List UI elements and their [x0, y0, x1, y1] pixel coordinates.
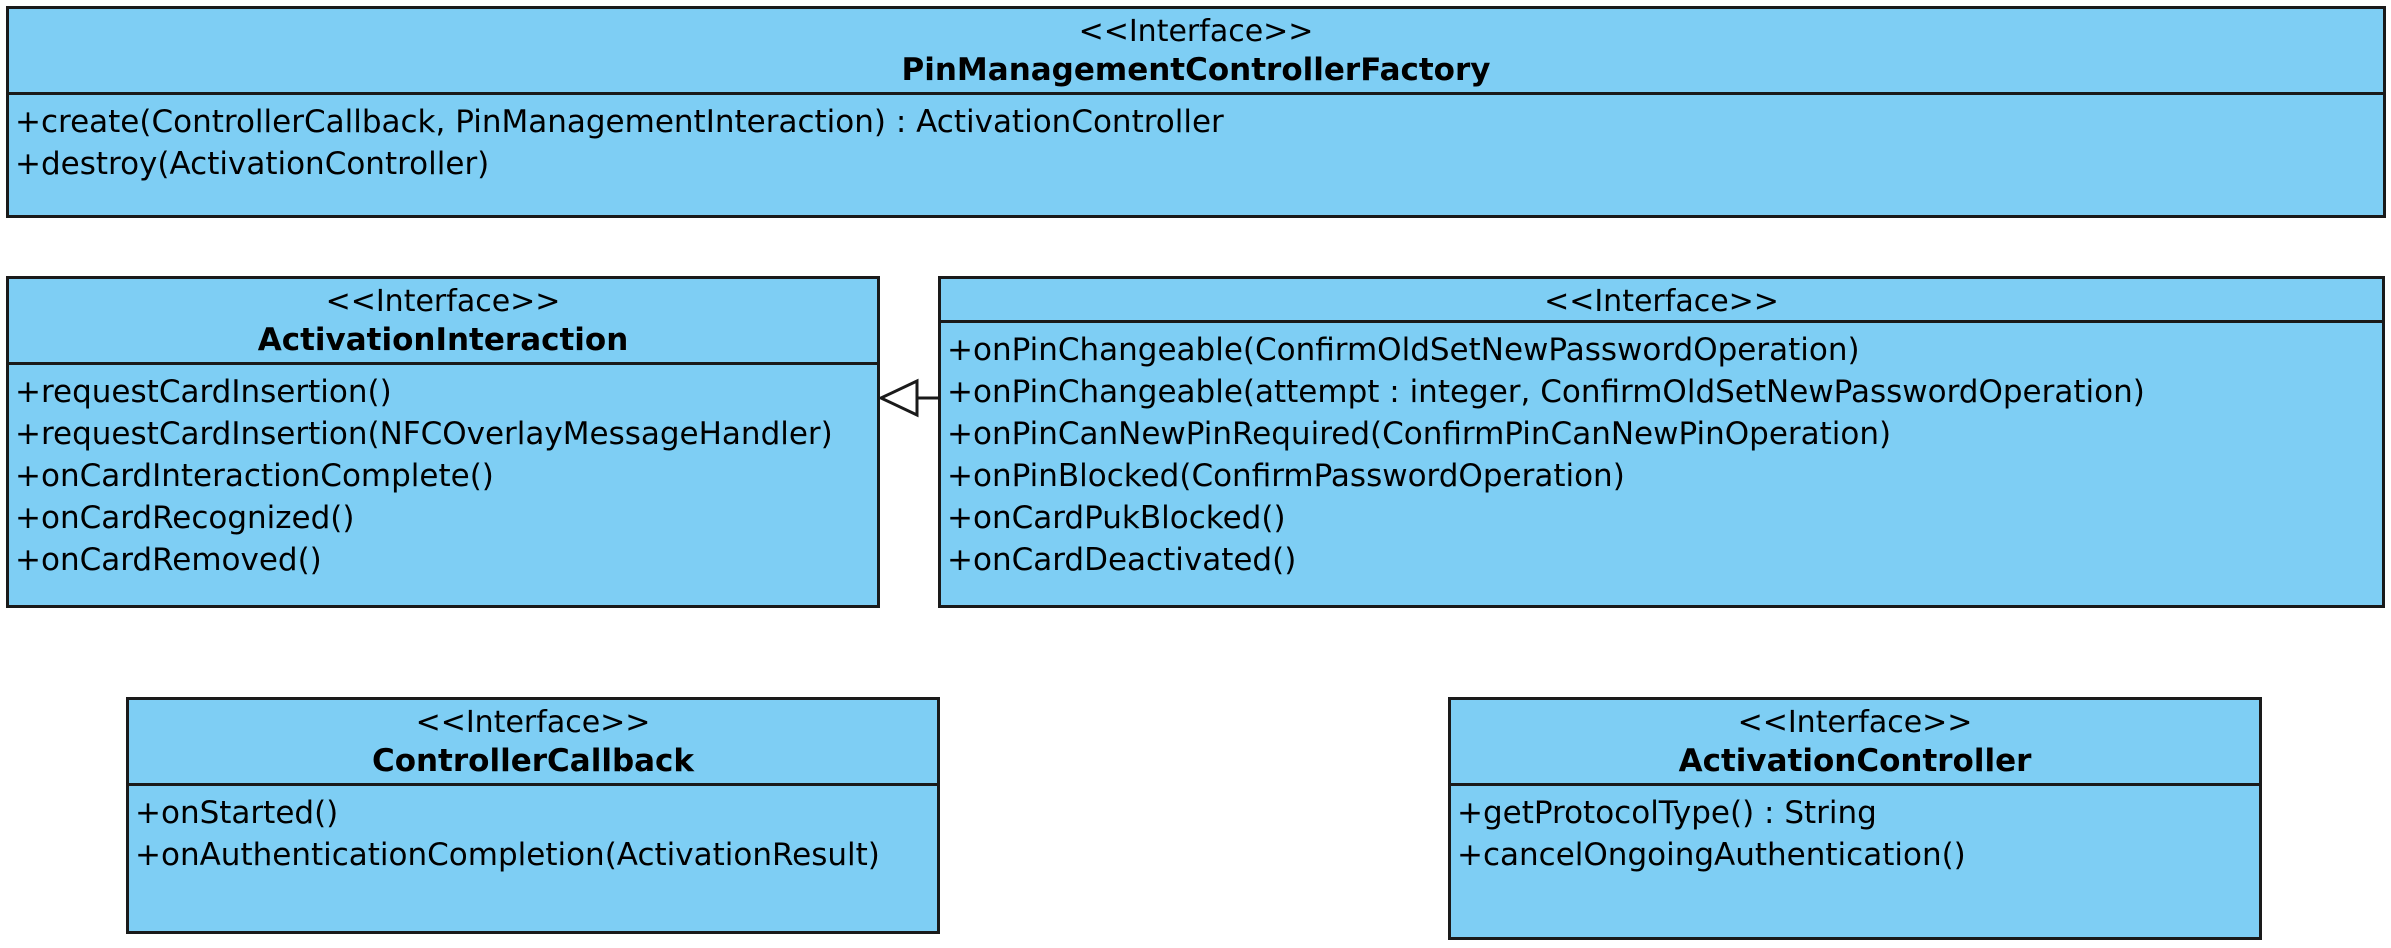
class-box-pin-management-interaction: <<Interface>> +onPinChangeable(ConfirmOl… [938, 276, 2385, 608]
class-box-activation-controller: <<Interface>> ActivationController +getP… [1448, 697, 2262, 940]
operation: +onPinChangeable(attempt : integer, Conf… [947, 374, 2145, 410]
class-header: <<Interface>> ControllerCallback [129, 700, 937, 786]
operation: +onPinBlocked(ConfirmPasswordOperation) [947, 458, 1625, 494]
class-name: ControllerCallback [371, 743, 695, 779]
operations-compartment: +onStarted() +onAuthenticationCompletion… [129, 786, 937, 876]
class-name: PinManagementControllerFactory [901, 52, 1491, 88]
class-box-controller-callback: <<Interface>> ControllerCallback +onStar… [126, 697, 940, 934]
class-name: ActivationController [1678, 743, 2032, 779]
operations-compartment: +requestCardInsertion() +requestCardInse… [9, 365, 877, 581]
operation: +cancelOngoingAuthentication() [1457, 837, 1966, 873]
operation: +onCardPukBlocked() [947, 500, 1286, 536]
class-header: <<Interface>> [941, 279, 2382, 323]
class-name: ActivationInteraction [257, 322, 629, 358]
operations-compartment: +getProtocolType() : String +cancelOngoi… [1451, 786, 2259, 876]
class-header: <<Interface>> PinManagementControllerFac… [9, 9, 2383, 95]
stereotype-label: <<Interface>> [1737, 705, 1973, 740]
operation: +onCardInteractionComplete() [15, 458, 494, 494]
class-header: <<Interface>> ActivationController [1451, 700, 2259, 786]
stereotype-label: <<Interface>> [325, 284, 561, 319]
operation: +requestCardInsertion() [15, 374, 392, 410]
stereotype-label: <<Interface>> [415, 705, 651, 740]
operation: +onCardRecognized() [15, 500, 355, 536]
operation: +onCardDeactivated() [947, 542, 1297, 578]
operation: +create(ControllerCallback, PinManagemen… [15, 104, 1224, 140]
operations-compartment: +create(ControllerCallback, PinManagemen… [9, 95, 2383, 185]
operation: +onPinChangeable(ConfirmOldSetNewPasswor… [947, 332, 1860, 368]
operation: +requestCardInsertion(NFCOverlayMessageH… [15, 416, 833, 452]
generalization-arrowhead [877, 378, 919, 418]
operation: +onStarted() [135, 795, 339, 831]
operation: +onCardRemoved() [15, 542, 322, 578]
operations-compartment: +onPinChangeable(ConfirmOldSetNewPasswor… [941, 323, 2382, 581]
stereotype-label: <<Interface>> [1078, 14, 1314, 49]
class-header: <<Interface>> ActivationInteraction [9, 279, 877, 365]
operation: +onPinCanNewPinRequired(ConfirmPinCanNew… [947, 416, 1892, 452]
class-box-activation-interaction: <<Interface>> ActivationInteraction +req… [6, 276, 880, 608]
stereotype-label: <<Interface>> [1544, 284, 1779, 319]
operation: +destroy(ActivationController) [15, 146, 490, 182]
operation: +getProtocolType() : String [1457, 795, 1877, 831]
operation: +onAuthenticationCompletion(ActivationRe… [135, 837, 880, 873]
class-box-pin-management-controller-factory: <<Interface>> PinManagementControllerFac… [6, 6, 2386, 218]
